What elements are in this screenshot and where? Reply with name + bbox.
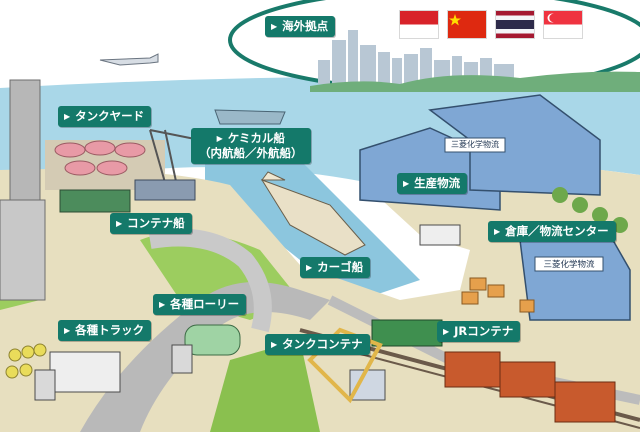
triangle-right-icon: ▶	[443, 327, 450, 336]
overseas-label[interactable]: ▶海外拠点	[265, 16, 336, 37]
triangle-right-icon: ▶	[64, 326, 71, 335]
trucks-label[interactable]: ▶各種トラック	[58, 320, 152, 341]
triangle-right-icon: ▶	[271, 340, 278, 349]
indonesia-flag-icon	[399, 10, 439, 39]
jr-container-label[interactable]: ▶JRコンテナ	[437, 321, 521, 342]
building-sign-1: 三菱化学物流	[451, 140, 499, 149]
triangle-right-icon: ▶	[403, 179, 410, 188]
china-flag-icon	[447, 10, 487, 39]
tank-yard-label[interactable]: ▶タンクヤード	[58, 106, 152, 127]
singapore-flag-icon	[543, 10, 583, 39]
tank-container-label[interactable]: ▶タンクコンテナ	[265, 334, 370, 355]
triangle-right-icon: ▶	[116, 219, 123, 228]
chemical-ship-label[interactable]: ▶ケミカル船 （内航船／外航船）	[191, 128, 311, 164]
container-ship-label[interactable]: ▶コンテナ船	[110, 213, 192, 234]
triangle-right-icon: ▶	[216, 134, 223, 143]
building-sign-2: 三菱化学物流	[543, 260, 595, 270]
triangle-right-icon: ▶	[494, 227, 501, 236]
triangle-right-icon: ▶	[306, 263, 313, 272]
warehouse-center-label[interactable]: ▶倉庫／物流センター	[488, 221, 616, 242]
thailand-flag-icon	[495, 10, 535, 39]
triangle-right-icon: ▶	[271, 22, 278, 31]
cargo-ship-label[interactable]: ▶カーゴ船	[300, 257, 371, 278]
production-logistics-label[interactable]: ▶生産物流	[397, 173, 468, 194]
triangle-right-icon: ▶	[64, 112, 71, 121]
lorries-label[interactable]: ▶各種ローリー	[153, 294, 247, 315]
triangle-right-icon: ▶	[159, 300, 166, 309]
